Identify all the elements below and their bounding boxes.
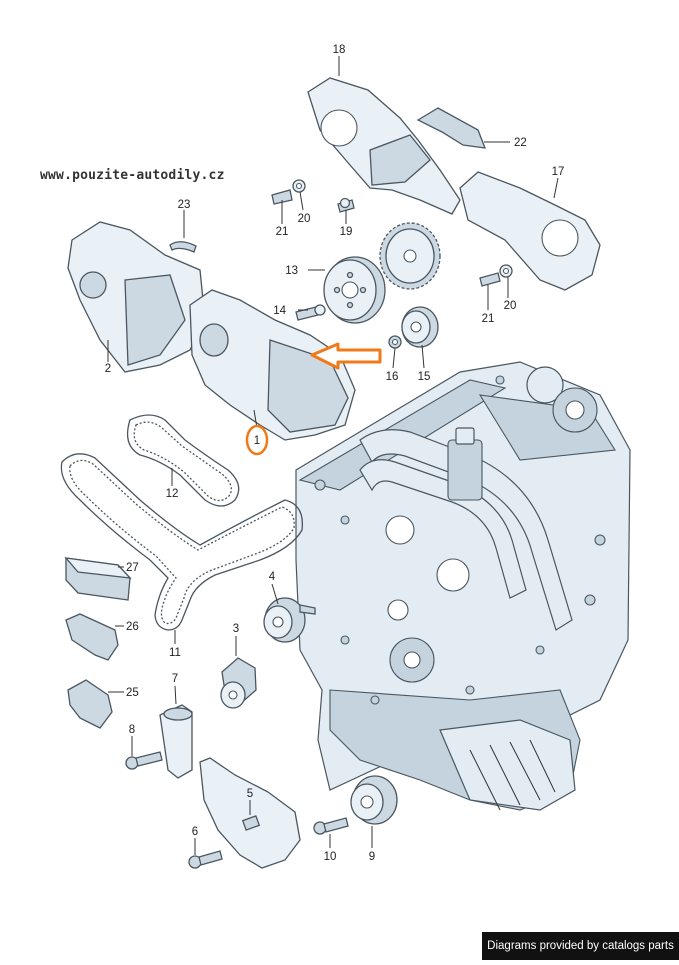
- label-5: 5: [247, 788, 253, 800]
- highlight-arrow: [310, 342, 382, 370]
- part-7-damper[interactable]: [159, 704, 193, 779]
- label-18: 18: [333, 44, 346, 56]
- label-4: 4: [269, 571, 276, 583]
- part-2-timing-cover-left[interactable]: [67, 221, 206, 373]
- watermark-url: www.pouzite-autodily.cz: [40, 168, 225, 183]
- label-9: 9: [369, 851, 375, 863]
- bolt-21-washer-20-right[interactable]: [479, 264, 513, 287]
- part-15-idler[interactable]: [401, 306, 439, 348]
- bolt-19[interactable]: [337, 197, 355, 213]
- part-numbers: 18 22 17 23 21 20 19 13 14 21 20 16 15 2…: [105, 44, 565, 863]
- footer-credit: Diagrams provided by catalogs parts: [482, 932, 679, 960]
- part-22-bracket[interactable]: [416, 107, 487, 149]
- part-9-roller[interactable]: [350, 775, 398, 825]
- label-12: 12: [166, 488, 179, 500]
- label-10: 10: [324, 851, 337, 863]
- label-15: 15: [418, 371, 431, 383]
- crankshaft-gear[interactable]: [379, 222, 441, 290]
- part-11-belt[interactable]: [60, 453, 304, 631]
- bolt-21-washer-20-upper[interactable]: [271, 179, 306, 205]
- part-14-bolt[interactable]: [295, 304, 326, 321]
- label-21-upper: 21: [276, 226, 289, 238]
- part-10-bolt[interactable]: [313, 817, 349, 835]
- label-14: 14: [273, 305, 286, 317]
- part-18-rear-cover[interactable]: [307, 77, 461, 215]
- label-21-right: 21: [482, 313, 495, 325]
- part-12-belt[interactable]: [126, 414, 240, 507]
- label-19: 19: [340, 226, 353, 238]
- label-27: 27: [126, 562, 139, 574]
- label-13: 13: [285, 265, 298, 277]
- engine-block: [295, 361, 631, 811]
- label-6: 6: [192, 826, 198, 838]
- part-6-bolt[interactable]: [188, 850, 223, 869]
- label-3: 3: [233, 623, 239, 635]
- part-26-bracket[interactable]: [65, 613, 119, 661]
- part-23-clip[interactable]: [169, 241, 197, 253]
- label-11: 11: [169, 647, 181, 659]
- label-20-right: 20: [504, 300, 517, 312]
- part-4-idler-roller[interactable]: [263, 597, 316, 643]
- label-8: 8: [129, 724, 135, 736]
- label-17: 17: [552, 166, 565, 178]
- part-17-rear-cover-right[interactable]: [459, 171, 601, 291]
- part-3-tensioner[interactable]: [220, 657, 257, 709]
- label-22: 22: [514, 137, 527, 149]
- label-2: 2: [105, 363, 111, 375]
- part-13-pulley[interactable]: [323, 256, 386, 324]
- part-16-nut[interactable]: [388, 335, 402, 349]
- part-8-bolt[interactable]: [125, 751, 163, 770]
- label-20-upper: 20: [298, 213, 311, 225]
- highlighted-label-1[interactable]: 1: [245, 424, 269, 456]
- label-26: 26: [126, 621, 139, 633]
- label-1: 1: [254, 435, 260, 447]
- label-16: 16: [386, 371, 399, 383]
- part-25-bracket[interactable]: [67, 679, 113, 729]
- label-7: 7: [172, 673, 178, 685]
- label-23: 23: [178, 199, 191, 211]
- part-27-block[interactable]: [64, 557, 132, 601]
- label-25: 25: [126, 687, 139, 699]
- leader-lines: [107, 56, 559, 855]
